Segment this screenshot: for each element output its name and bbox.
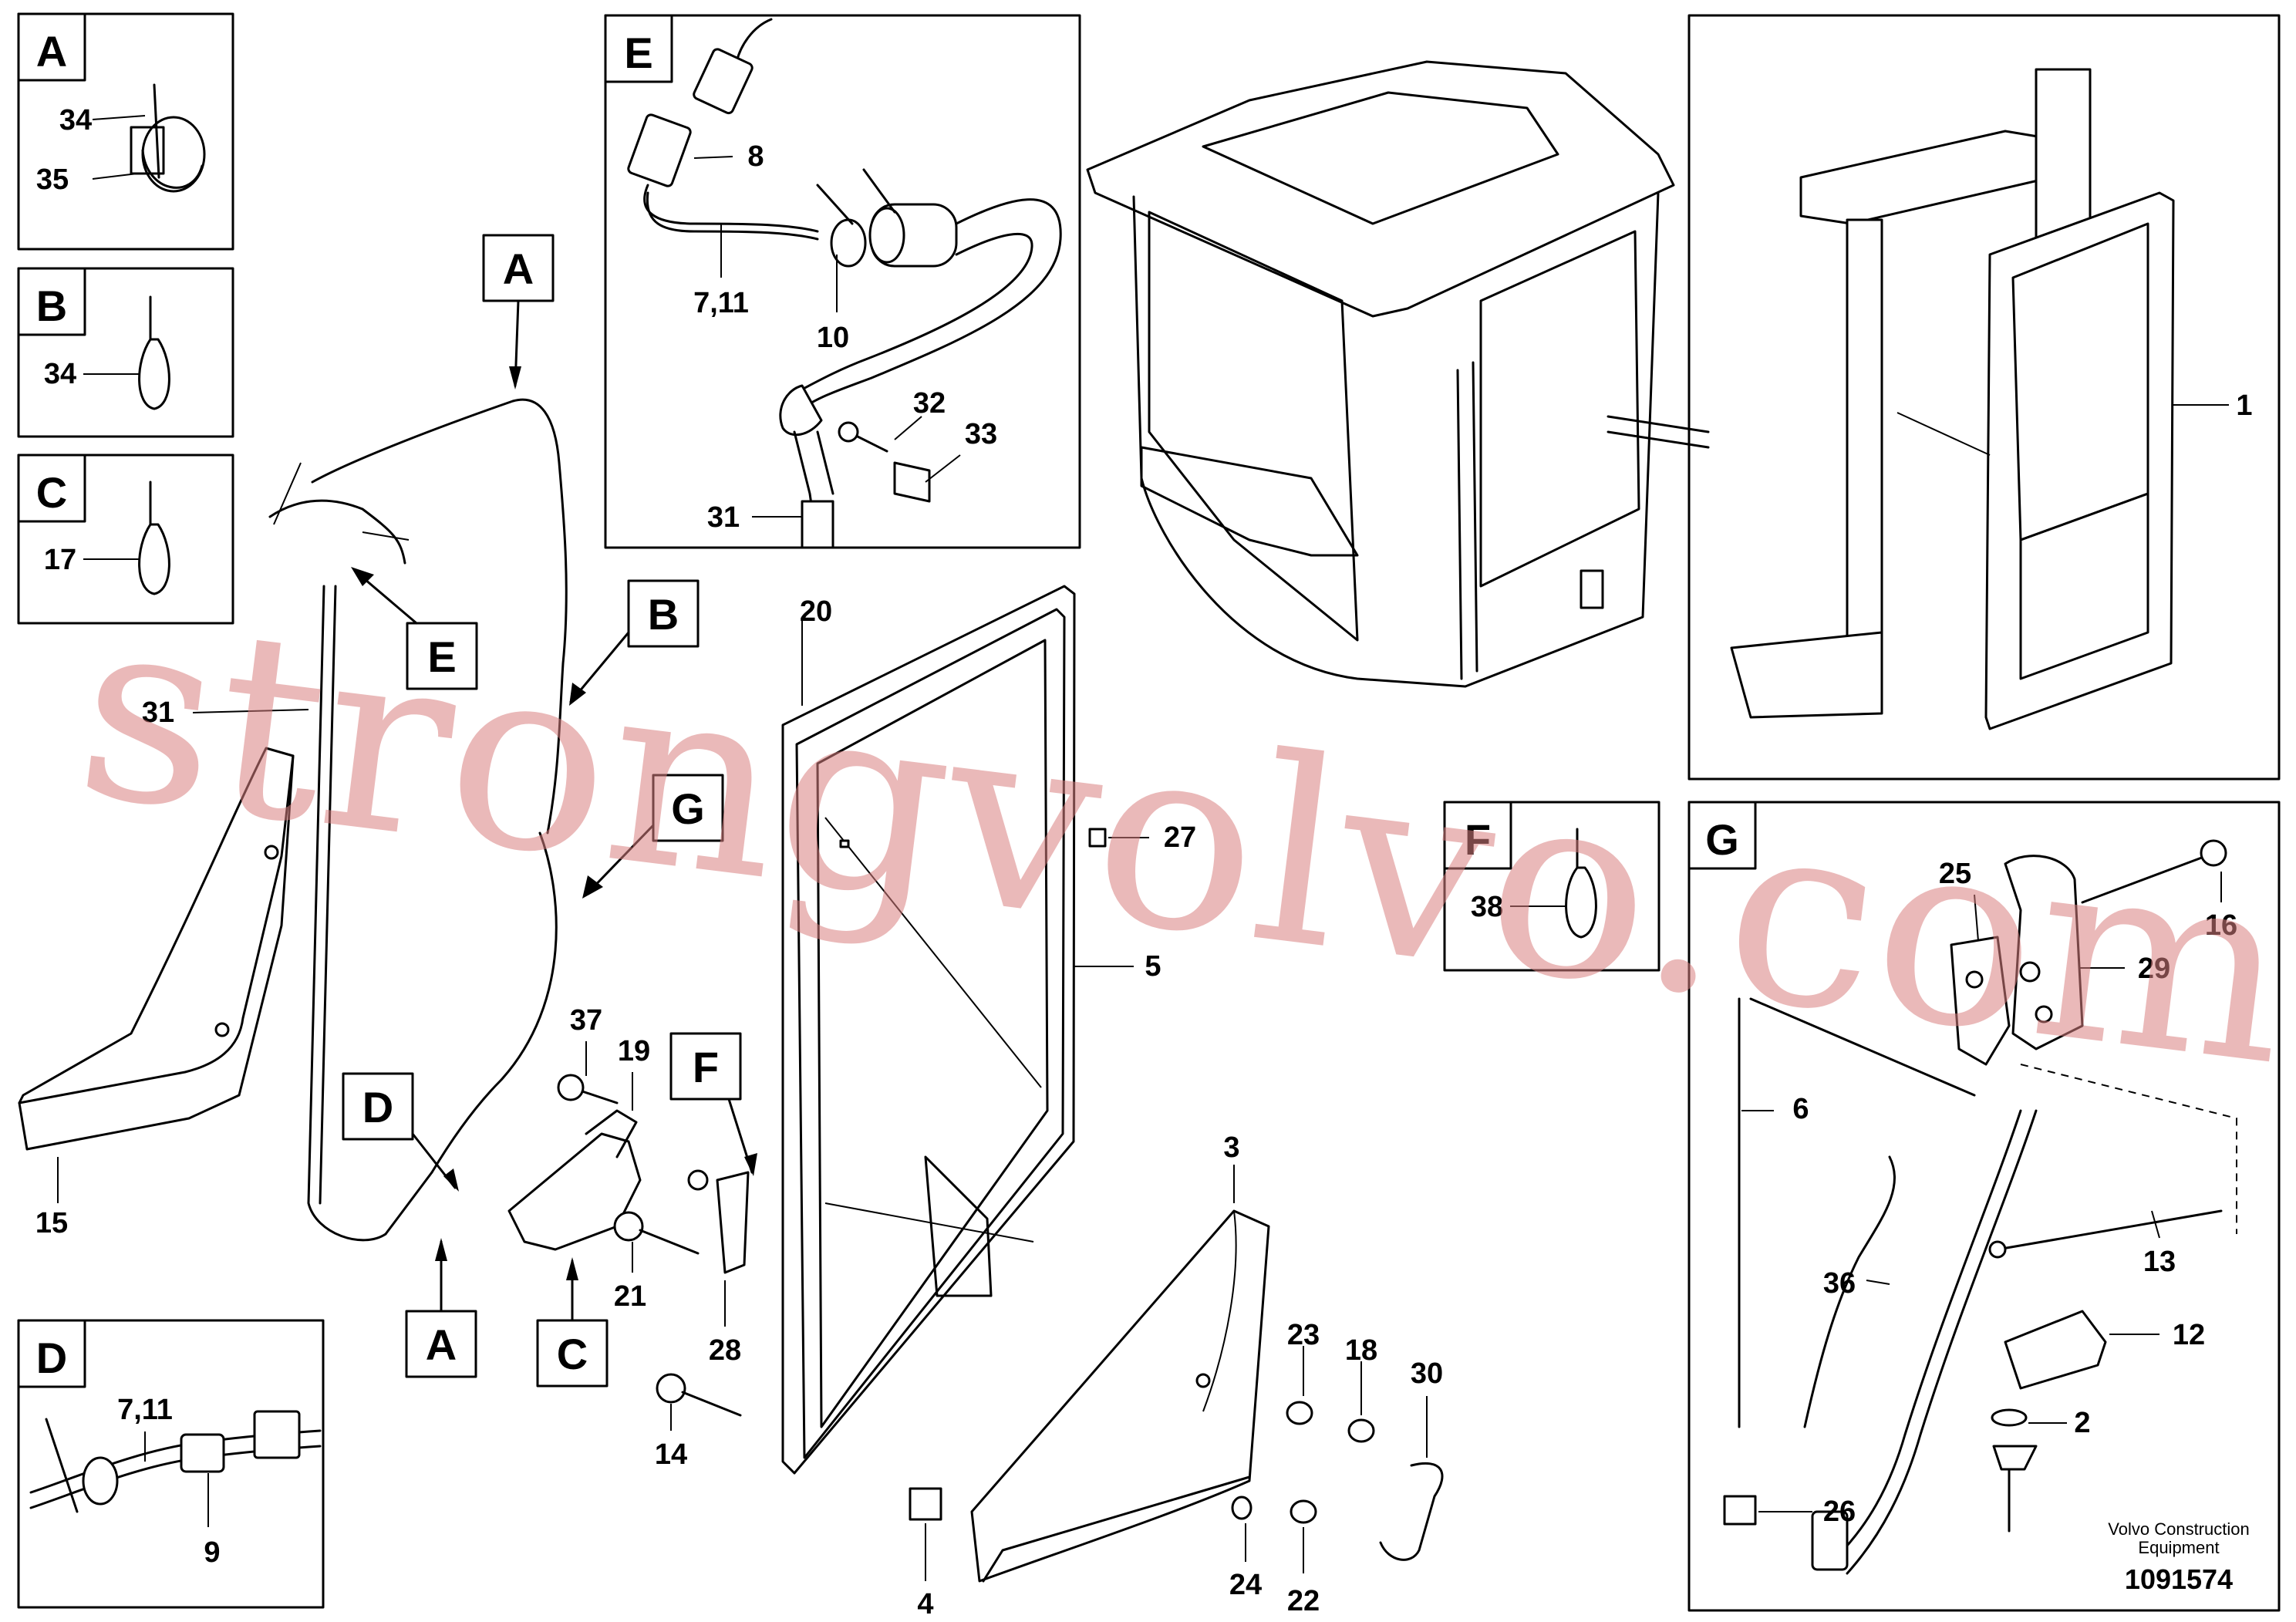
label-32-e: 32 xyxy=(913,387,946,420)
label-16-g: 16 xyxy=(2205,909,2237,942)
label-1: 1 xyxy=(2236,389,2252,422)
detail-box-b: B 34 xyxy=(17,267,234,438)
door-frame: 20 27 5 xyxy=(781,585,1196,1475)
label-8-e: 8 xyxy=(747,140,764,173)
label-33-e: 33 xyxy=(965,418,997,450)
detail-letter-g: G xyxy=(1705,815,1739,864)
label-27: 27 xyxy=(1164,821,1196,854)
label-17-c: 17 xyxy=(44,544,76,576)
label-37: 37 xyxy=(570,1004,602,1037)
label-29-g: 29 xyxy=(2138,953,2170,985)
harness: 31 xyxy=(142,398,568,1242)
label-3: 3 xyxy=(1223,1131,1239,1164)
detail-box-d: D 7,11 9 xyxy=(17,1319,325,1609)
company-line-1: Volvo Construction xyxy=(2108,1519,2249,1539)
callout-g: G xyxy=(582,774,724,899)
detail-letter-a: A xyxy=(36,27,67,76)
label-15: 15 xyxy=(35,1207,68,1239)
overview-box: 1 xyxy=(1687,14,2281,781)
svg-text:G: G xyxy=(671,784,705,833)
svg-text:F: F xyxy=(693,1043,719,1091)
callout-e: E xyxy=(351,567,478,690)
svg-text:A: A xyxy=(503,244,534,293)
callout-a-bottom: A xyxy=(405,1238,477,1378)
label-21: 21 xyxy=(614,1280,646,1313)
label-18: 18 xyxy=(1345,1334,1377,1367)
label-6-g: 6 xyxy=(1792,1093,1809,1125)
detail-letter-b: B xyxy=(36,282,67,330)
label-10-e: 10 xyxy=(817,322,849,354)
lock-assembly: 37 19 21 28 14 4 23 18 30 24 22 xyxy=(507,1004,1444,1620)
label-31: 31 xyxy=(142,696,174,729)
label-26-g: 26 xyxy=(1823,1496,1856,1528)
svg-text:A: A xyxy=(426,1320,457,1369)
watermark: strongvolvo.com xyxy=(64,558,2296,1122)
callout-a-top: A xyxy=(482,234,555,389)
label-36-g: 36 xyxy=(1823,1267,1856,1300)
label-7-11-d: 7,11 xyxy=(117,1394,173,1426)
label-34-a: 34 xyxy=(59,104,92,137)
label-9-d: 9 xyxy=(204,1536,220,1569)
label-35-a: 35 xyxy=(36,164,69,196)
label-34-b: 34 xyxy=(44,358,76,390)
label-31-e: 31 xyxy=(707,501,740,534)
document-number: 1091574 xyxy=(2125,1563,2233,1595)
cab-illustration xyxy=(1086,60,1710,688)
label-7-11-e: 7,11 xyxy=(693,287,749,319)
label-22: 22 xyxy=(1287,1585,1320,1617)
label-14: 14 xyxy=(655,1438,687,1471)
label-12-g: 12 xyxy=(2173,1319,2205,1351)
label-28: 28 xyxy=(709,1334,741,1367)
detail-letter-e: E xyxy=(624,29,652,77)
callout-f: F xyxy=(669,1032,757,1176)
panel-15: 15 xyxy=(18,747,295,1239)
label-30: 30 xyxy=(1411,1357,1443,1390)
svg-text:B: B xyxy=(648,590,679,639)
callout-c: C xyxy=(536,1257,609,1388)
detail-box-f: F 38 xyxy=(1443,801,1660,972)
detail-box-g: G xyxy=(1687,801,2281,1612)
label-13-g: 13 xyxy=(2143,1246,2176,1278)
panel-3: 3 xyxy=(970,1131,1270,1583)
detail-letter-c: C xyxy=(36,468,67,517)
label-25-g: 25 xyxy=(1939,858,1971,890)
label-20: 20 xyxy=(800,595,832,628)
label-38-f: 38 xyxy=(1471,891,1503,923)
detail-box-a: A 34 35 xyxy=(17,12,234,251)
label-19: 19 xyxy=(618,1035,650,1067)
svg-text:D: D xyxy=(362,1083,393,1131)
label-2-g: 2 xyxy=(2074,1407,2090,1439)
company-line-2: Equipment xyxy=(2138,1538,2219,1557)
detail-letter-d: D xyxy=(36,1334,67,1382)
label-24: 24 xyxy=(1229,1569,1262,1601)
svg-text:C: C xyxy=(557,1330,588,1378)
detail-box-c: C 17 xyxy=(17,454,234,625)
svg-text:E: E xyxy=(427,632,456,681)
label-4: 4 xyxy=(917,1588,933,1620)
callout-d: D xyxy=(342,1072,459,1192)
callout-b: B xyxy=(569,579,700,706)
label-5: 5 xyxy=(1145,950,1161,983)
label-23: 23 xyxy=(1287,1319,1320,1351)
detail-letter-f: F xyxy=(1465,815,1491,864)
detail-box-e: E 8 7,11 10 32 33 31 xyxy=(604,14,1081,549)
